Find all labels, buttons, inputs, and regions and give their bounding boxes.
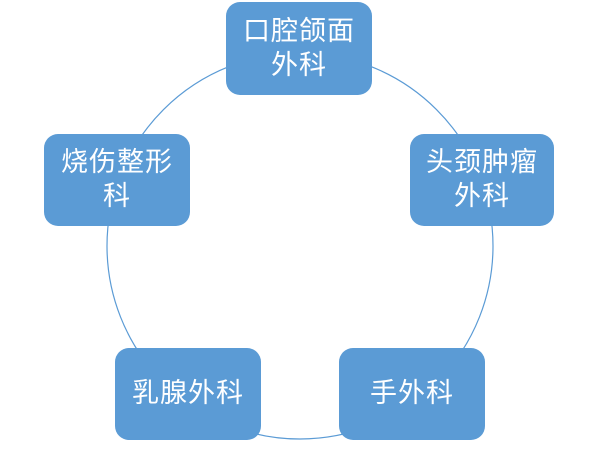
node-breast-surgery: 乳腺外科 [115,348,261,440]
node-label: 乳腺外科 [132,378,244,409]
node-burn-plastic-surgery: 烧伤整形 科 [44,134,190,226]
node-hand-surgery: 手外科 [339,348,485,440]
node-label: 烧伤整形 科 [61,147,173,212]
node-oral-maxillofacial-surgery: 口腔颌面 外科 [226,2,372,95]
node-label: 手外科 [370,378,454,409]
node-label: 头颈肿瘤 外科 [426,147,538,212]
node-head-neck-oncology-surgery: 头颈肿瘤 外科 [410,134,554,226]
node-label: 口腔颌面 外科 [243,15,355,81]
